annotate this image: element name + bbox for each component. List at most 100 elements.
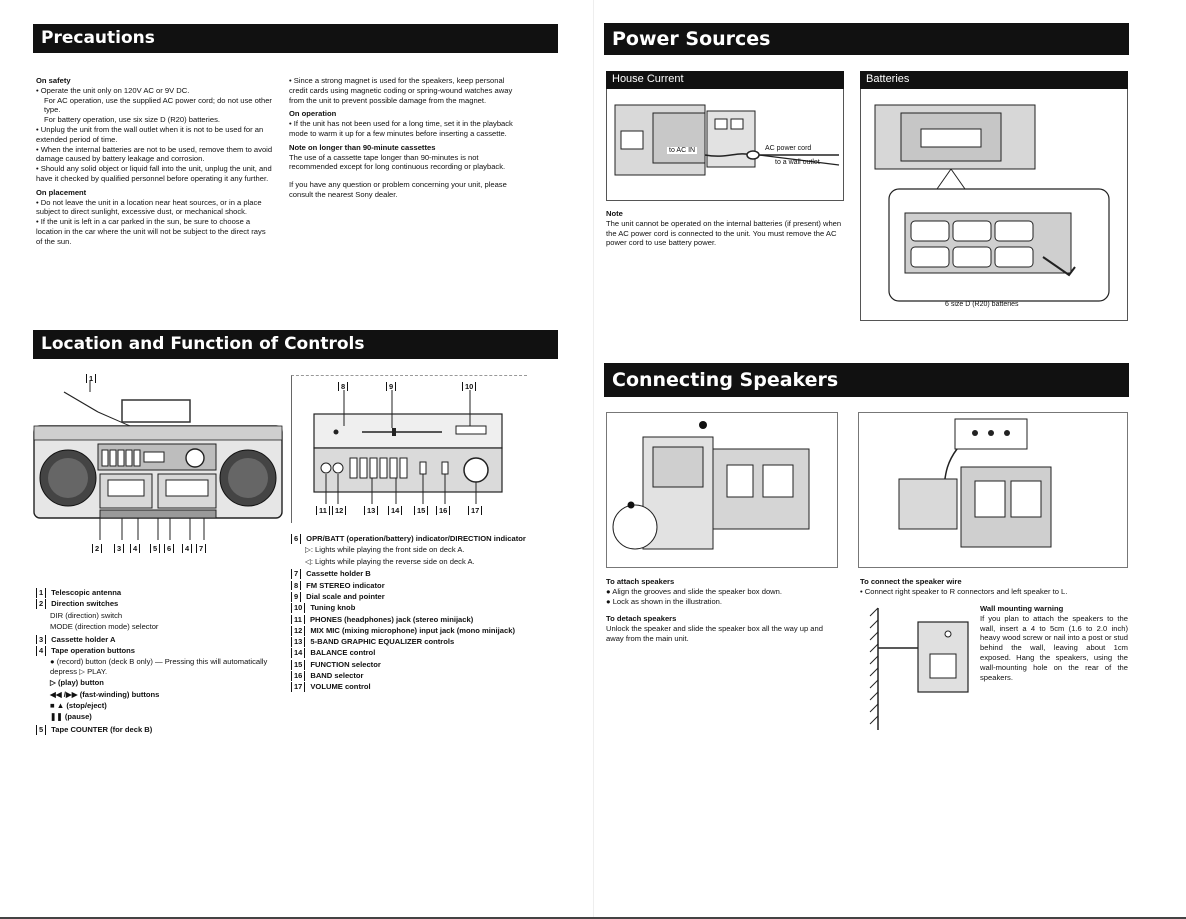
precautions-banner: Precautions — [33, 24, 558, 53]
control-stop-eject: ■ ▲ (stop/eject) — [50, 700, 107, 710]
safety-item-4: • Should any solid object or liquid fall… — [36, 164, 272, 183]
precautions-column-2: • Since a strong magnet is used for the … — [289, 76, 525, 200]
panel-drawing — [313, 390, 503, 504]
house-current-bar: House Current — [606, 71, 844, 89]
control-cassette-holder-b: Cassette holder B — [306, 569, 371, 579]
control-fm-stereo: FM STEREO indicator — [306, 580, 385, 590]
control-equalizer: 5-BAND GRAPHIC EQUALIZER controls — [310, 637, 455, 647]
control-fast-winding: ◀◀ /▶▶ (fast-winding) buttons — [50, 689, 160, 699]
control-telescopic-antenna: Telescopic antenna — [51, 588, 122, 597]
label-batteries: 6 size D (R20) batteries — [945, 301, 1019, 308]
speaker-wire-illustration — [858, 412, 1128, 568]
power-sources-banner: Power Sources — [604, 23, 1129, 55]
callout-12: 12 — [332, 506, 347, 515]
wire-instructions: To connect the speaker wire • Connect ri… — [860, 577, 1128, 597]
power-note: Note The unit cannot be operated on the … — [606, 209, 842, 248]
num-7: 7 — [291, 569, 302, 580]
num-14: 14 — [291, 648, 306, 659]
connecting-speakers-banner: Connecting Speakers — [604, 363, 1129, 397]
attach-instructions: To attach speakers ● Align the grooves a… — [606, 577, 842, 644]
speaker-attach-drawing — [612, 421, 810, 550]
control-dial-scale: Dial scale and pointer — [306, 591, 385, 601]
speaker-wire-drawing — [898, 418, 1052, 548]
control-balance: BALANCE control — [310, 648, 376, 658]
callout-9: 9 — [386, 382, 397, 391]
attach-step-2: ● Lock as shown in the illustration. — [606, 596, 723, 606]
attach-step-1: ● Align the grooves and slide the speake… — [606, 586, 782, 596]
power-note-text: The unit cannot be operated on the inter… — [606, 218, 842, 248]
callout-17: 17 — [468, 506, 483, 515]
attach-speaker-illustration — [606, 412, 838, 568]
control-direction-reverse: ◁: Lights while playing the reverse side… — [305, 556, 475, 566]
safety-item-2: • Unplug the unit from the wall outlet w… — [36, 124, 264, 144]
control-dir-switch: DIR (direction) switch — [50, 610, 123, 620]
callout-10: 10 — [462, 382, 477, 391]
label-wall-outlet: to a wall outlet — [775, 159, 820, 166]
heading-on-safety: On safety — [36, 76, 71, 85]
control-play-button: ▷ (play) button — [50, 678, 104, 688]
wall-text: If you plan to attach the speakers to th… — [980, 613, 1128, 682]
wall-mount-illustration — [864, 604, 974, 734]
callout-8: 8 — [338, 382, 349, 391]
control-tuning-knob: Tuning knob — [310, 603, 356, 613]
detach-heading: To detach speakers — [606, 614, 677, 624]
safety-item-1a: For AC operation, use the supplied AC po… — [44, 95, 272, 115]
precautions-column-1: On safety • Operate the unit only on 120… — [36, 76, 274, 247]
boombox-drawing — [33, 380, 283, 540]
callout-7: 7 — [196, 544, 207, 553]
placement-item-1: • Do not leave the unit in a location ne… — [36, 197, 262, 217]
controls-list-right: 6 OPR/BATT (operation/battery) indicator/… — [291, 534, 531, 694]
num-10: 10 — [291, 603, 306, 614]
callout-5: 5 — [150, 544, 161, 553]
callout-4b: 4 — [182, 544, 193, 553]
num-13: 13 — [291, 637, 306, 647]
callout-2: 2 — [92, 544, 103, 553]
num-2: 2 — [36, 599, 47, 610]
scan-bottom-edge — [0, 917, 1186, 919]
safety-item-1b: For battery operation, use six size D (R… — [44, 115, 220, 125]
callout-14: 14 — [388, 506, 403, 515]
control-opr-batt: OPR/BATT (operation/battery) indicator/D… — [306, 534, 526, 543]
location-banner: Location and Function of Controls — [33, 330, 558, 359]
heading-note-90: Note on longer than 90-minute cassettes — [289, 142, 436, 152]
wall-heading: Wall mounting warning — [980, 604, 1064, 613]
control-pause: ❚❚ (pause) — [50, 712, 92, 722]
num-1: 1 — [36, 588, 47, 598]
heading-on-operation: On operation — [289, 109, 337, 119]
note-90-text: The use of a cassette tape longer than 9… — [289, 152, 506, 172]
magnet-warning: • Since a strong magnet is used for the … — [289, 76, 513, 105]
num-15: 15 — [291, 659, 306, 670]
callout-4a: 4 — [130, 544, 141, 553]
batteries-bar: Batteries — [860, 71, 1128, 89]
num-5: 5 — [36, 725, 47, 735]
control-band-selector: BAND selector — [310, 671, 364, 681]
control-mode-selector: MODE (direction mode) selector — [50, 621, 159, 631]
num-11: 11 — [291, 614, 305, 625]
safety-item-1: • Operate the unit only on 120V AC or 9V… — [36, 85, 190, 95]
dealer-note: If you have any question or problem conc… — [289, 180, 507, 199]
control-panel-detail: 8 9 10 11 12 13 14 15 16 17 — [291, 375, 527, 523]
num-4: 4 — [36, 645, 47, 656]
callout-11: 11 — [316, 506, 330, 515]
battery-drawing — [874, 104, 1110, 302]
wall-mounting-warning: Wall mounting warning If you plan to att… — [980, 604, 1128, 682]
ac-cord-drawing — [614, 104, 840, 176]
heading-on-placement: On placement — [36, 187, 87, 197]
batteries-illustration: 6 size D (R20) batteries — [860, 89, 1128, 321]
callout-3: 3 — [114, 544, 125, 553]
num-6: 6 — [291, 534, 302, 544]
label-ac-power-cord: AC power cord — [765, 145, 812, 152]
num-9: 9 — [291, 591, 302, 602]
control-mix-mic: MIX MIC (mixing microphone) input jack (… — [310, 625, 515, 635]
control-record-button: ● (record) button (deck B only) — Pressi… — [50, 657, 268, 677]
attach-heading: To attach speakers — [606, 577, 675, 586]
control-direction-switches: Direction switches — [51, 599, 119, 609]
callout-16: 16 — [436, 506, 451, 515]
num-12: 12 — [291, 625, 306, 636]
control-cassette-holder-a: Cassette holder A — [51, 634, 116, 644]
callout-6: 6 — [164, 544, 175, 553]
detach-text: Unlock the speaker and slide the speaker… — [606, 624, 823, 643]
control-tape-counter: Tape COUNTER (for deck B) — [51, 725, 153, 735]
safety-item-3: • When the internal batteries are not to… — [36, 144, 273, 164]
